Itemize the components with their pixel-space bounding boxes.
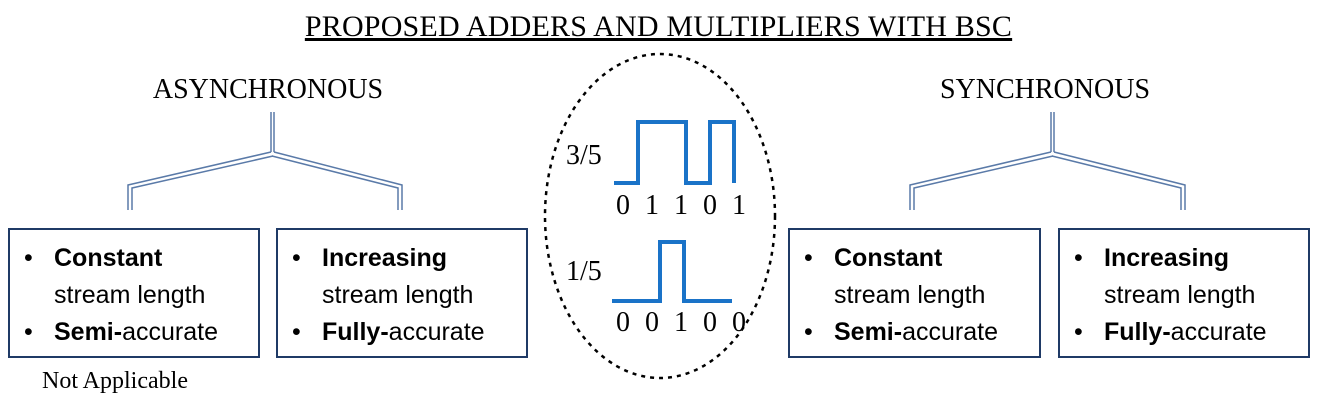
bullet-icon: • bbox=[292, 318, 301, 346]
list-item: •Fully-accurate bbox=[1074, 314, 1308, 351]
stream-label-1-5: 1/5 bbox=[566, 256, 602, 287]
bullet-icon: • bbox=[292, 244, 301, 272]
list-item: •Constant bbox=[24, 240, 258, 277]
bullet-icon: • bbox=[804, 244, 813, 272]
async-constant-box: •Constant stream length •Semi-accurate bbox=[8, 228, 260, 358]
waveform-1-5 bbox=[612, 240, 732, 303]
list-item: •Constant bbox=[804, 240, 1039, 277]
list-item: •Semi-accurate bbox=[804, 314, 1039, 351]
async-right-branch bbox=[271, 151, 403, 210]
stream-bits-1-5: 0 0 1 0 0 bbox=[616, 307, 750, 338]
stream-label-3-5: 3/5 bbox=[566, 140, 602, 171]
asynchronous-heading: ASYNCHRONOUS bbox=[152, 74, 384, 105]
synchronous-heading: SYNCHRONOUS bbox=[939, 74, 1151, 105]
sync-trunk bbox=[1050, 112, 1055, 152]
async-trunk bbox=[270, 112, 275, 152]
list-item: stream length bbox=[1104, 281, 1256, 309]
list-item: •Increasing bbox=[1074, 240, 1308, 277]
sync-constant-box: •Constant stream length •Semi-accurate bbox=[788, 228, 1041, 358]
async-left-branch bbox=[127, 151, 274, 210]
list-item: •Semi-accurate bbox=[24, 314, 258, 351]
bullet-icon: • bbox=[24, 244, 33, 272]
sync-left-branch bbox=[909, 151, 1054, 210]
list-item: stream length bbox=[322, 281, 474, 309]
bullet-icon: • bbox=[24, 318, 33, 346]
dashed-ellipse bbox=[543, 52, 777, 380]
diagram-title: PROPOSED ADDERS AND MULTIPLIERS WITH BSC bbox=[304, 10, 1013, 43]
list-item: •Increasing bbox=[292, 240, 526, 277]
sync-increasing-box: •Increasing stream length •Fully-accurat… bbox=[1058, 228, 1310, 358]
list-item: •Fully-accurate bbox=[292, 314, 526, 351]
stream-bits-3-5: 0 1 1 0 1 bbox=[616, 190, 750, 221]
not-applicable-note: Not Applicable bbox=[42, 368, 188, 394]
async-increasing-box: •Increasing stream length •Fully-accurat… bbox=[276, 228, 528, 358]
bullet-icon: • bbox=[804, 318, 813, 346]
bullet-icon: • bbox=[1074, 244, 1083, 272]
list-item: stream length bbox=[54, 281, 206, 309]
sync-right-branch bbox=[1051, 151, 1186, 210]
list-item: stream length bbox=[834, 281, 986, 309]
waveform-3-5 bbox=[614, 120, 736, 185]
bullet-icon: • bbox=[1074, 318, 1083, 346]
